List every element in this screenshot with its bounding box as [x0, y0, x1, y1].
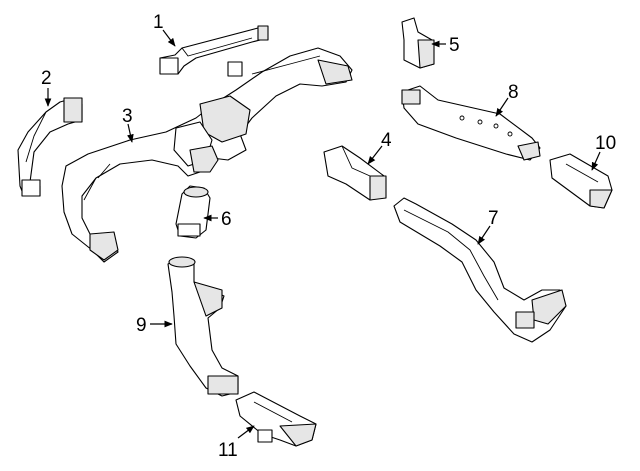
- leader-7: [477, 225, 491, 245]
- callout-11: 11: [218, 440, 238, 461]
- callout-7: 7: [488, 208, 499, 229]
- callout-labels: 1 2 3 4 5 6 7 8 9 10 11: [41, 12, 616, 461]
- leader-lines: [44, 29, 601, 439]
- callout-8: 8: [508, 82, 519, 103]
- callout-5: 5: [449, 35, 460, 56]
- leader-4: [367, 145, 383, 165]
- part-5-bracket: [401, 17, 435, 69]
- callout-1: 1: [153, 12, 164, 33]
- callout-9: 9: [136, 315, 147, 336]
- part-4-duct: [323, 145, 387, 201]
- callout-4: 4: [381, 130, 392, 151]
- part-11-piece: [235, 391, 317, 447]
- leader-10: [591, 151, 601, 171]
- part-10-piece: [549, 153, 613, 209]
- callout-2: 2: [41, 68, 52, 89]
- part-9-duct: [167, 256, 239, 397]
- part-7-duct: [393, 197, 567, 343]
- leader-1: [162, 29, 176, 47]
- callout-10: 10: [595, 133, 616, 154]
- leader-11: [237, 425, 255, 439]
- part-1-duct: [159, 25, 269, 75]
- leader-8: [495, 97, 509, 117]
- part-2-duct: [17, 97, 83, 197]
- part-3-main-duct: [61, 47, 353, 263]
- part-8-duct: [401, 85, 541, 161]
- callout-3: 3: [122, 106, 133, 127]
- leader-3: [127, 123, 134, 143]
- part-6-duct: [175, 185, 211, 239]
- callout-6: 6: [221, 209, 232, 230]
